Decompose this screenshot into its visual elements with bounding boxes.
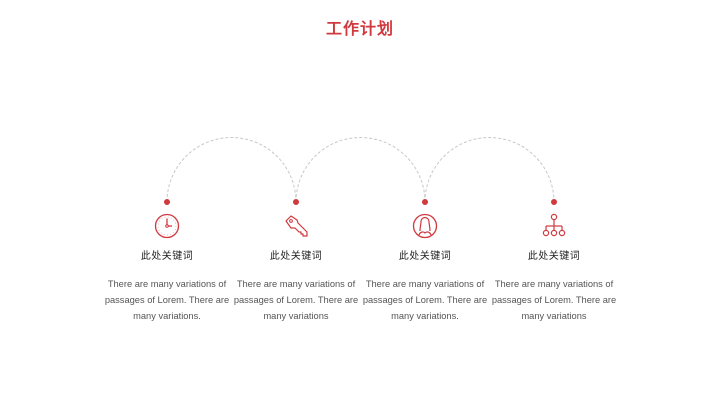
key-icon xyxy=(285,215,308,237)
timeline-dot-4 xyxy=(551,199,557,205)
arc-1 xyxy=(166,137,297,203)
clock-icon xyxy=(154,213,180,239)
org-chart-icon xyxy=(542,213,566,237)
timeline-dot-1 xyxy=(164,199,170,205)
timeline-dot-3 xyxy=(422,199,428,205)
user-icon xyxy=(412,213,438,239)
step-2: 此处关键词 There are many variations of passa… xyxy=(231,212,361,324)
page-title: 工作计划 xyxy=(325,19,394,38)
step-1: 此处关键词 There are many variations of passa… xyxy=(102,212,232,324)
step-keyword: 此处关键词 xyxy=(140,251,194,262)
step-description: There are many variations of passages of… xyxy=(362,279,488,321)
timeline-dot-2 xyxy=(293,199,299,205)
step-keyword: 此处关键词 xyxy=(398,251,452,262)
arc-3 xyxy=(424,137,555,203)
step-keyword: 此处关键词 xyxy=(269,251,323,262)
step-4: 此处关键词 There are many variations of passa… xyxy=(489,212,619,324)
arc-2 xyxy=(295,137,426,203)
step-description: There are many variations of passages of… xyxy=(233,279,359,321)
step-3: 此处关键词 There are many variations of passa… xyxy=(360,212,490,324)
step-description: There are many variations of passages of… xyxy=(104,279,230,321)
step-keyword: 此处关键词 xyxy=(527,251,581,262)
step-description: There are many variations of passages of… xyxy=(491,279,617,321)
